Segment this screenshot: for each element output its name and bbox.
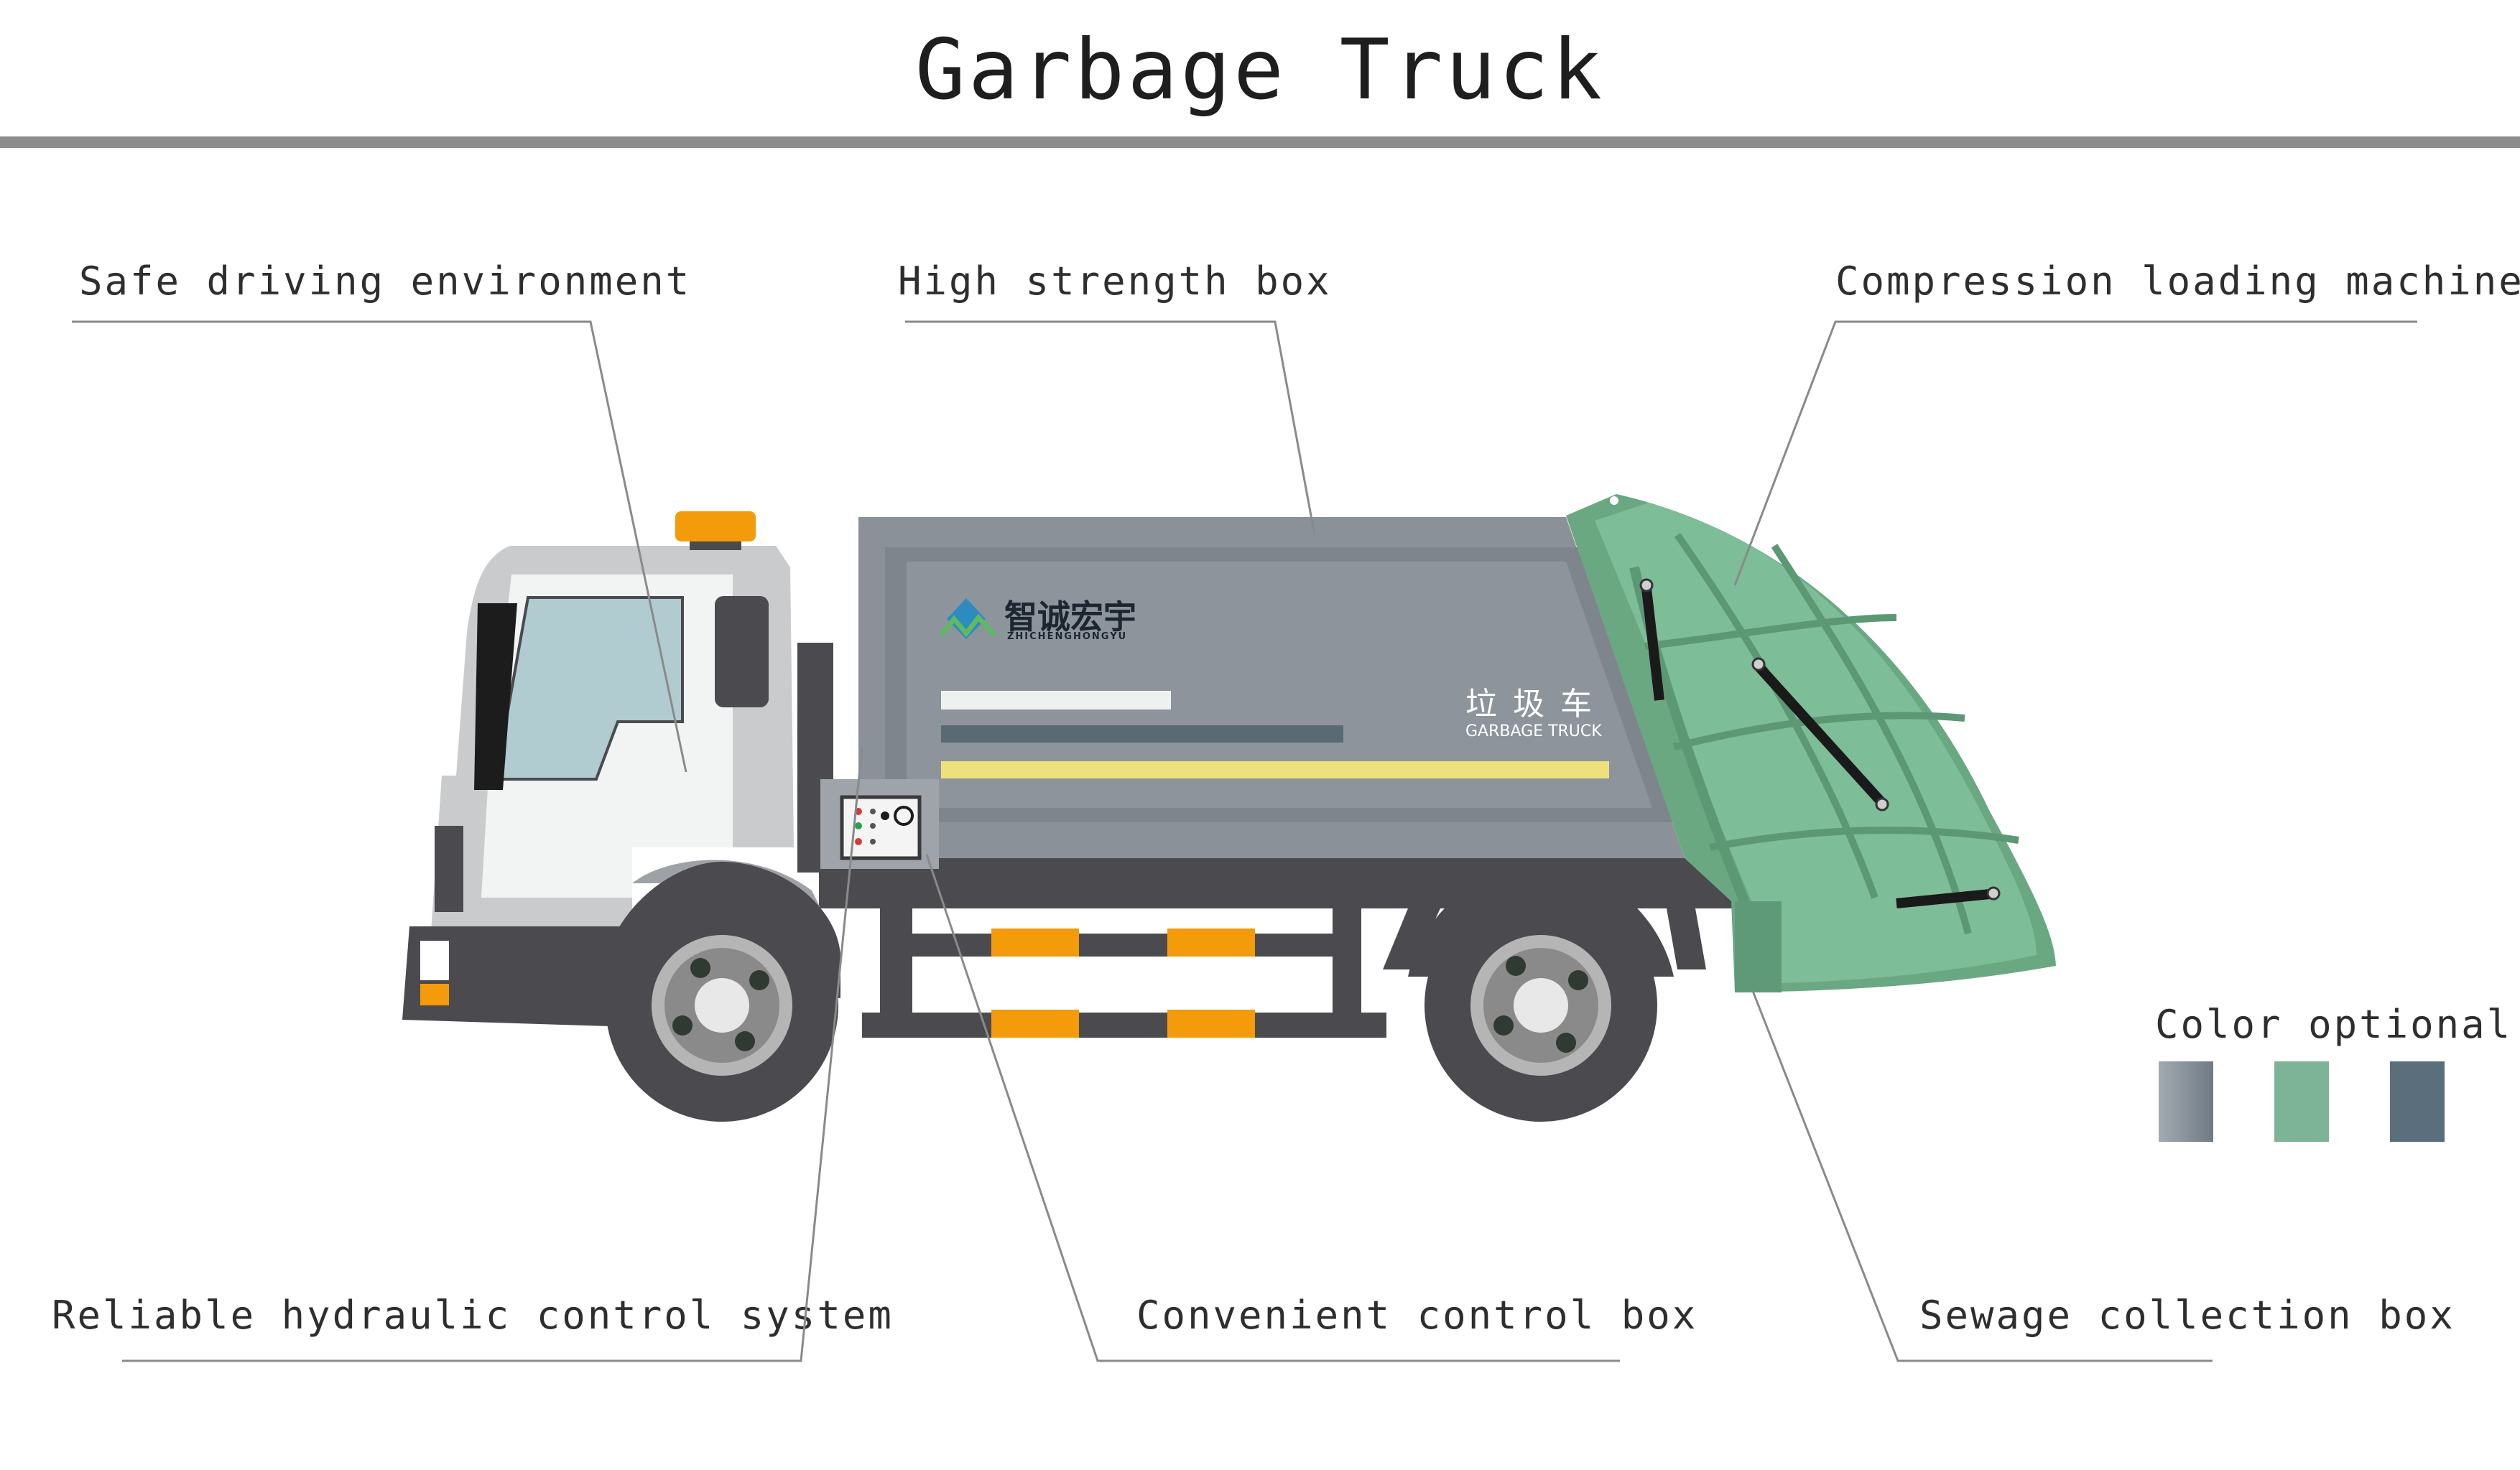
front-light [420, 984, 449, 1005]
high-strength-box: 智诚宏宇 ZHICHENGHONGYU 垃 圾 车 GARBAGE TRUCK [858, 517, 1685, 858]
label-hydraulic-system: Reliable hydraulic control system [52, 1293, 894, 1338]
rear-wheel [1408, 865, 1674, 1122]
stripe-yellow [941, 761, 1609, 778]
brand-name-en: ZHICHENGHONGYU [1007, 631, 1127, 642]
control-box [820, 779, 939, 869]
color-swatch-slate[interactable] [2390, 1061, 2445, 1142]
hydraulic-cylinder-3 [1896, 889, 1991, 908]
page-title: Garbage Truck [915, 22, 1605, 118]
callout-high-strength-box [905, 320, 1316, 536]
warning-beacon-icon [675, 511, 756, 541]
label-control-box: Convenient control box [1136, 1293, 1698, 1338]
brand-name-cn: 智诚宏宇 [1004, 597, 1136, 636]
label-color-optional: Color optional [2155, 1002, 2513, 1047]
front-wheel [600, 862, 840, 1122]
label-safe-driving: Safe driving environment [79, 259, 692, 304]
callout-control-box [925, 854, 1620, 1362]
compression-loading-machine [1566, 494, 2056, 992]
title-divider [0, 136, 2520, 148]
callout-lines [72, 320, 2417, 1362]
color-swatch-green[interactable] [2274, 1061, 2329, 1142]
truck-name-cn: 垃 圾 车 [1465, 686, 1595, 722]
callout-sewage-box [1751, 990, 2213, 1362]
color-swatch-gray[interactable] [2159, 1061, 2213, 1142]
stripe-slate [941, 725, 1343, 743]
truck-name-en: GARBAGE TRUCK [1465, 722, 1602, 740]
label-high-strength-box: High strength box [898, 259, 1332, 304]
side-window [715, 596, 769, 707]
label-compression-loading: Compression loading machine [1835, 259, 2520, 304]
brand-logo-icon [939, 598, 997, 639]
color-swatches [2159, 1061, 2445, 1142]
stripe-white [941, 691, 1171, 710]
sewage-collection-box [1735, 901, 1782, 992]
garbage-truck: 智诚宏宇 ZHICHENGHONGYU 垃 圾 车 GARBAGE TRUCK [402, 494, 2056, 1122]
truck-cab [402, 511, 833, 1027]
callout-compression-loading [1733, 320, 2417, 586]
label-sewage-box: Sewage collection box [1919, 1293, 2455, 1338]
front-bumper [402, 926, 632, 1027]
callout-hydraulic [122, 746, 863, 1362]
callout-safe-driving [72, 320, 687, 773]
hydraulic-cylinder-2 [1754, 663, 1886, 806]
hydraulic-cylinder-1 [1641, 588, 1664, 701]
